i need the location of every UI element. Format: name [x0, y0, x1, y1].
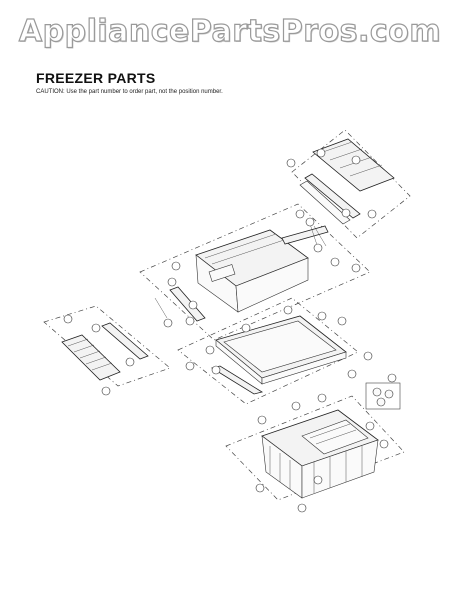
slide-rail-part [304, 173, 361, 219]
caution-note: CAUTION: Use the part number to order pa… [36, 89, 223, 95]
middle-tray-assembly [177, 297, 373, 405]
upper-rail-part [312, 138, 395, 192]
callout-marker [286, 148, 377, 219]
callout-marker [163, 209, 361, 328]
watermark-logo: AppliancePartsPros.com [18, 13, 442, 49]
side-rail-assembly [43, 305, 171, 396]
drawer-rail-right [281, 225, 329, 245]
callout-marker [185, 305, 373, 379]
upper-drawer-assembly [139, 203, 371, 341]
lower-basket-assembly [225, 393, 405, 513]
callout-marker [387, 373, 397, 383]
hardware-group [365, 373, 401, 410]
side-rail-part [101, 322, 149, 360]
inner-basket-part [301, 419, 369, 455]
callout-marker [255, 393, 389, 513]
page-title: FREEZER PARTS [36, 70, 156, 86]
divider-grille-part [61, 334, 121, 381]
callout-marker [63, 314, 135, 396]
drawer-rail-left [169, 286, 206, 322]
upper-rail-assembly [286, 129, 411, 239]
